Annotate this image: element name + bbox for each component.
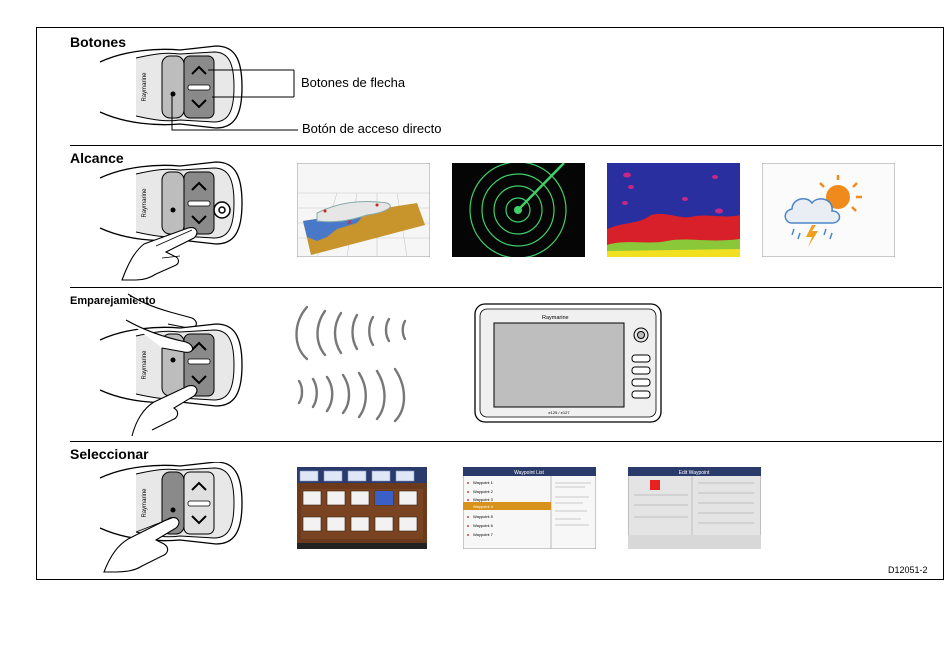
- callout-lines: [150, 60, 300, 140]
- remote-brand: Raymarine: [142, 488, 148, 518]
- wireless-signal-waves: [293, 303, 418, 423]
- display-model-label: e125 / e127: [548, 410, 570, 415]
- screen-edit-waypoint: Edit Waypoint: [628, 467, 761, 549]
- waypoint-list-item: Waypoint 5: [473, 514, 494, 519]
- screen-home-menu: [297, 467, 427, 549]
- section-title-seleccionar: Seleccionar: [70, 446, 149, 462]
- waypoint-list-item: Waypoint 1: [473, 480, 494, 485]
- section-divider: [70, 145, 942, 146]
- screen-waypoint-list: Waypoint List Waypoint 1 Waypoint 2 Wayp…: [463, 467, 596, 549]
- screen-fishfinder: [607, 163, 740, 257]
- remote-illustration-select: Raymarine: [96, 462, 246, 574]
- callout-shortcut-button: Botón de acceso directo: [302, 121, 441, 136]
- waypoint-list-item: Waypoint 6: [473, 523, 494, 528]
- screen-radar: [452, 163, 585, 257]
- edit-waypoint-title: Edit Waypoint: [679, 470, 710, 476]
- waypoint-list-item: Waypoint 2: [473, 489, 494, 494]
- waypoint-list-item: Waypoint 4: [473, 504, 494, 509]
- waypoint-list-item: Waypoint 3: [473, 497, 494, 502]
- section-divider: [70, 441, 942, 442]
- screen-weather: [762, 163, 895, 257]
- section-divider: [70, 287, 942, 288]
- waypoint-list-title: Waypoint List: [514, 470, 544, 476]
- remote-brand: Raymarine: [142, 188, 148, 218]
- remote-illustration-range: Raymarine: [96, 160, 246, 282]
- document-code: D12051-2: [888, 565, 928, 575]
- remote-brand: Raymarine: [142, 72, 148, 102]
- display-brand: Raymarine: [542, 315, 569, 321]
- remote-illustration-pairing: Raymarine: [96, 290, 246, 438]
- callout-arrow-buttons: Botones de flecha: [301, 75, 405, 90]
- svg-text:×: ×: [347, 217, 352, 227]
- waypoint-list-item: Waypoint 7: [473, 532, 494, 537]
- screen-3d-chart: ×: [297, 163, 430, 257]
- remote-brand: Raymarine: [142, 350, 148, 380]
- display-unit: Raymarine e125 / e127: [474, 303, 662, 423]
